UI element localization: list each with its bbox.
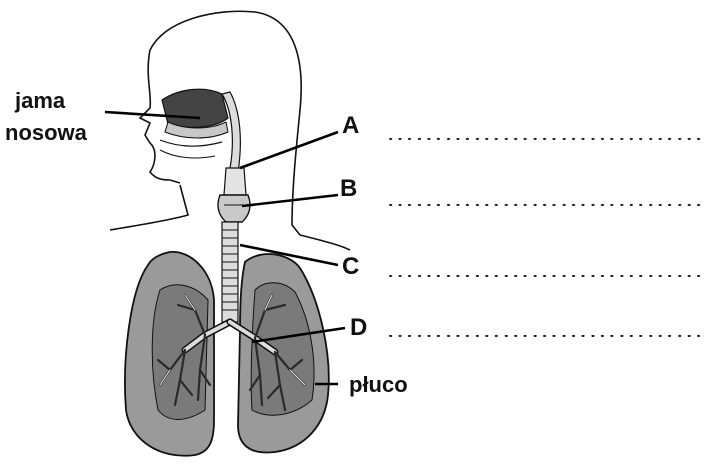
pointer-B	[242, 195, 338, 206]
answer-blank-C[interactable]: ……………………………	[386, 261, 704, 281]
label-B: B	[340, 175, 357, 202]
answer-blank-B[interactable]: ……………………………	[386, 190, 704, 210]
larynx	[218, 195, 250, 222]
label-nasal-line1: jama	[14, 88, 66, 113]
pointer-A	[240, 132, 338, 168]
trachea	[222, 222, 238, 322]
label-D: D	[350, 314, 367, 341]
label-A: A	[342, 112, 359, 139]
right-lung	[238, 254, 329, 452]
left-lung	[125, 252, 214, 456]
answer-blank-A[interactable]: ……………………………	[386, 124, 704, 144]
nasal-cavity	[160, 89, 228, 158]
answer-blank-D[interactable]: ……………………………	[386, 321, 704, 341]
label-lung: płuco	[349, 372, 408, 397]
label-nasal-line2: nosowa	[5, 120, 88, 145]
label-C: C	[342, 253, 359, 280]
